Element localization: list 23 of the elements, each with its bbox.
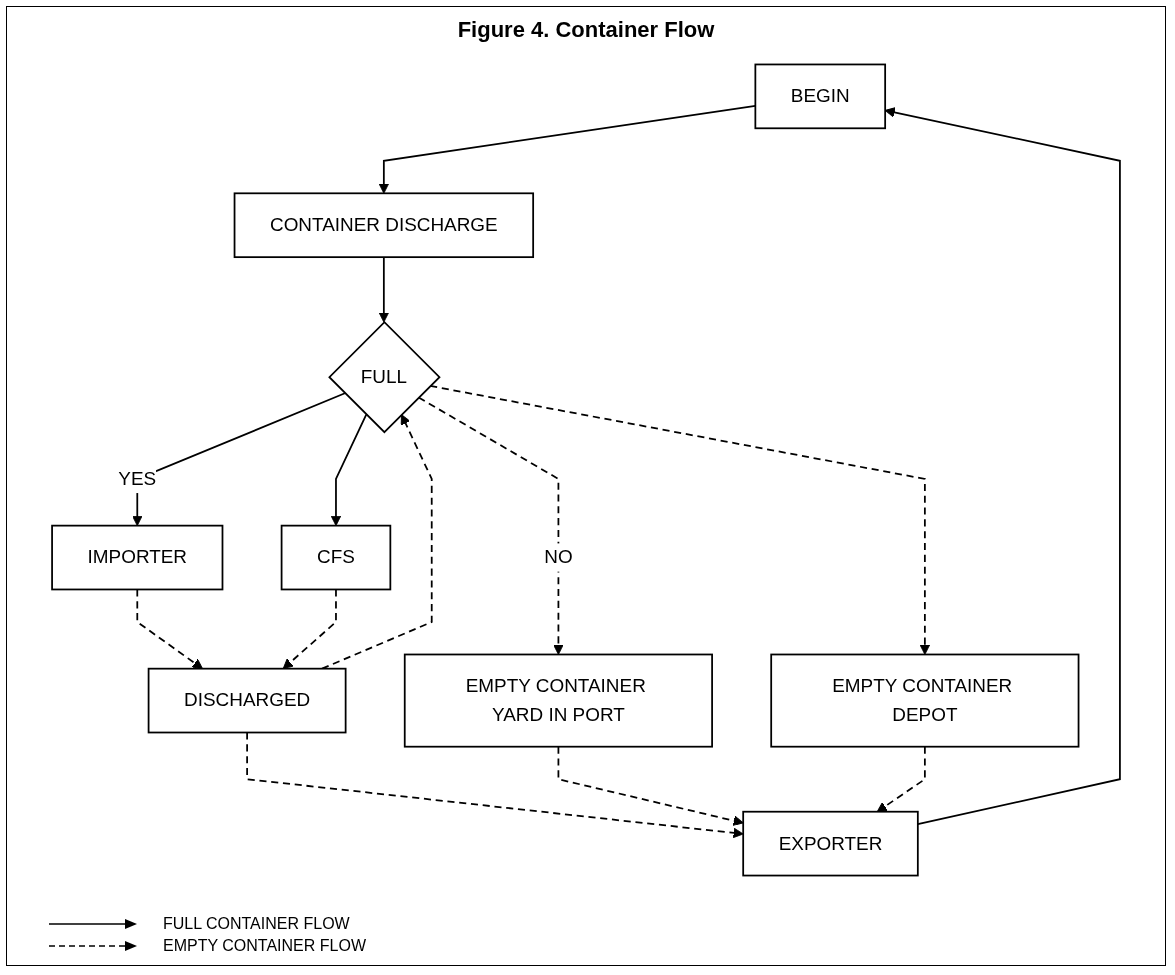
- node-box: CONTAINER DISCHARGE: [233, 192, 535, 259]
- arrow: [282, 588, 337, 670]
- arrow: [136, 588, 203, 670]
- arrow: [429, 385, 931, 655]
- node-box: EXPORTER: [742, 810, 919, 877]
- node-box: EMPTY CONTAINER DEPOT: [770, 653, 1080, 748]
- legend-text: FULL CONTAINER FLOW: [163, 915, 350, 933]
- arrow: [557, 745, 744, 826]
- node-box: CFS: [280, 524, 392, 591]
- arrow: [321, 414, 433, 670]
- edge-label: YES: [118, 468, 157, 489]
- node-box: BEGIN: [754, 63, 887, 130]
- arrow: [246, 731, 744, 839]
- legend-text: EMPTY CONTAINER FLOW: [163, 937, 366, 955]
- node-diamond: FULL: [328, 320, 441, 434]
- edge-label: NO: [544, 546, 573, 568]
- node-box: DISCHARGED: [147, 667, 347, 734]
- arrow: [876, 745, 926, 813]
- node-box: IMPORTER: [51, 524, 224, 591]
- node-box: EMPTY CONTAINER YARD IN PORT: [403, 653, 713, 748]
- arrow: [330, 413, 368, 527]
- diagram-title: Figure 4. Container Flow: [456, 17, 716, 43]
- arrow: [378, 256, 390, 323]
